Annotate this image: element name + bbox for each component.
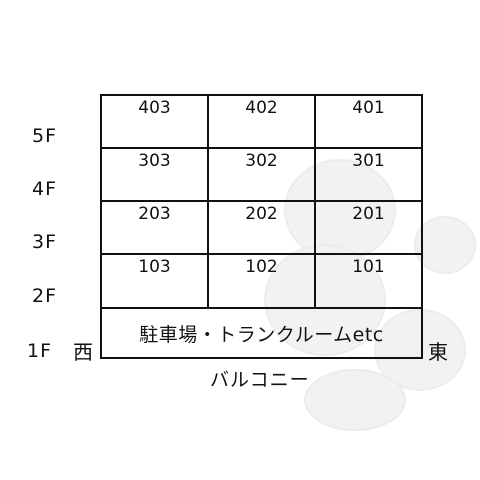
unit-401: 401 xyxy=(314,94,423,149)
floor-label-4f: 4F xyxy=(32,178,58,200)
unit-203: 203 xyxy=(100,200,209,255)
unit-402: 402 xyxy=(207,94,316,149)
ground-floor-parking-storage: 駐車場・トランクルームetc xyxy=(100,307,423,359)
unit-102: 102 xyxy=(207,253,316,309)
floor-label-2f: 2F xyxy=(32,285,58,307)
unit-101: 101 xyxy=(314,253,423,309)
balcony-label: バルコニー xyxy=(210,369,310,391)
floor-label-1f: 1F xyxy=(27,340,53,362)
direction-west-label: 西 xyxy=(73,340,93,364)
unit-103: 103 xyxy=(100,253,209,309)
unit-201: 201 xyxy=(314,200,423,255)
unit-403: 403 xyxy=(100,94,209,149)
watermark-mascot-icon xyxy=(264,159,476,431)
unit-302: 302 xyxy=(207,147,316,202)
unit-202: 202 xyxy=(207,200,316,255)
floor-label-5f: 5F xyxy=(32,125,58,147)
unit-303: 303 xyxy=(100,147,209,202)
floor-label-3f: 3F xyxy=(32,231,58,253)
direction-east-label: 東 xyxy=(428,340,448,364)
building-floor-plan: 403 402 401 303 302 301 203 202 201 103 … xyxy=(100,94,423,359)
unit-301: 301 xyxy=(314,147,423,202)
